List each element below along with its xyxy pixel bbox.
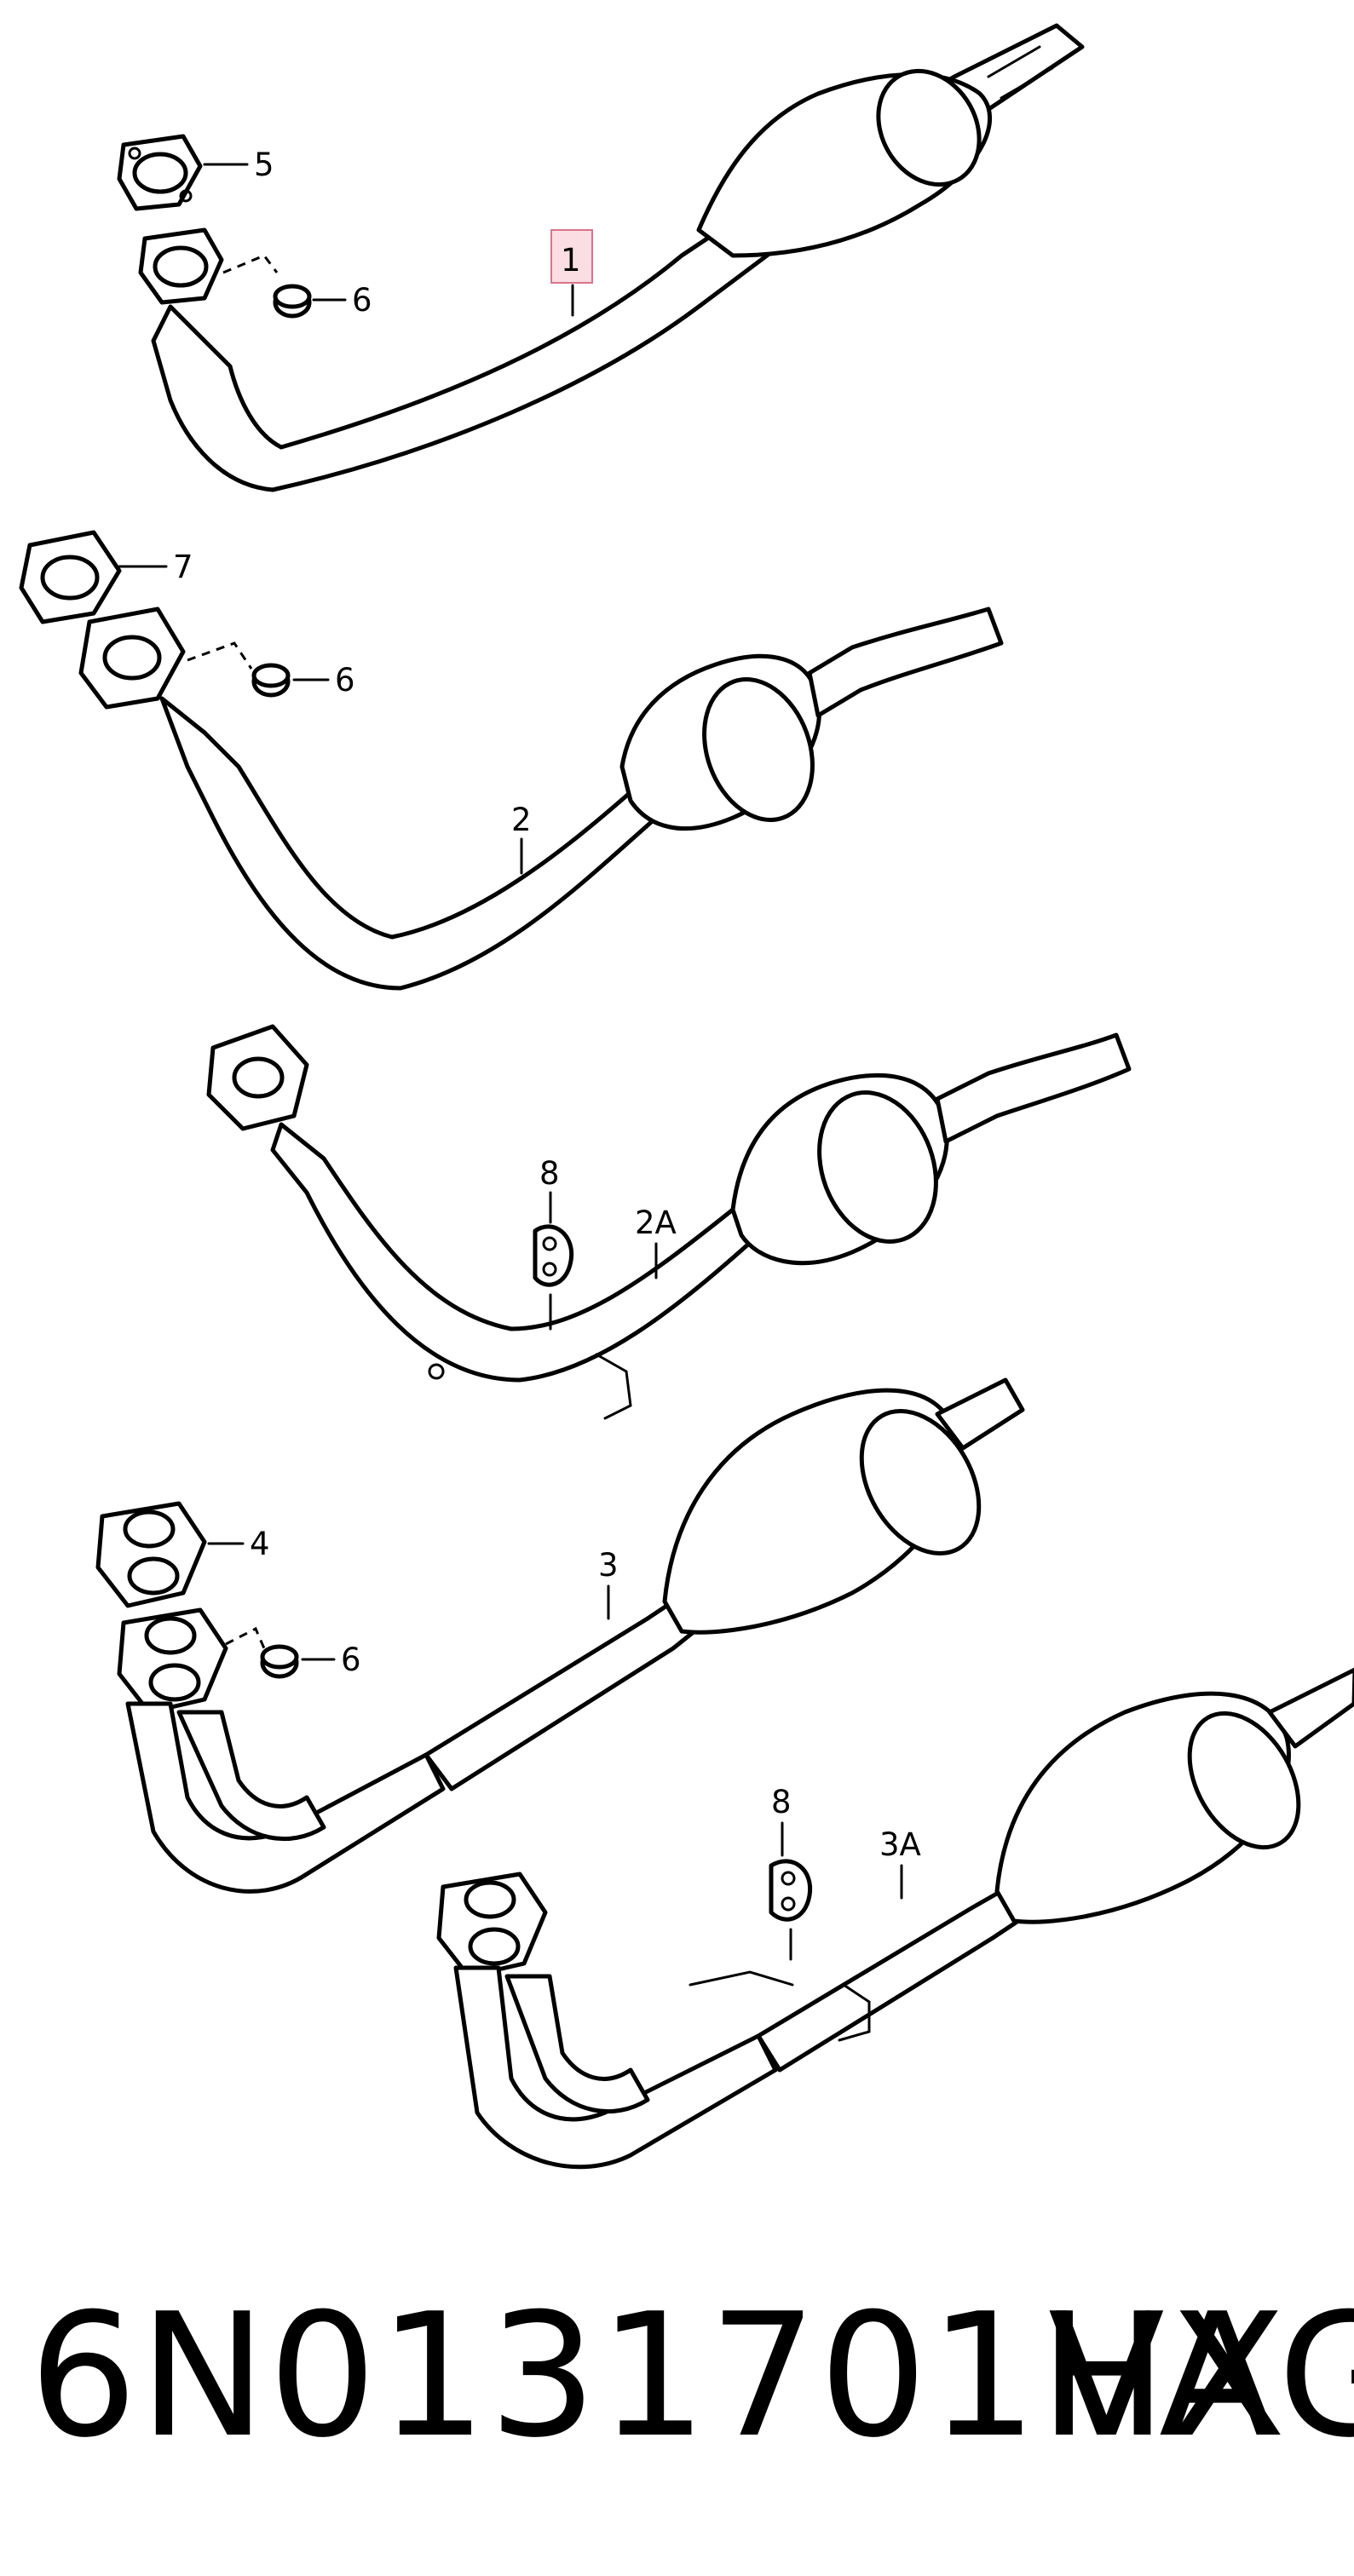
pipe-3-body: [423, 1599, 697, 1791]
callout-6-first: 6: [352, 282, 372, 319]
gasket-5-part: [117, 134, 203, 211]
gasket-7-part: [19, 530, 122, 624]
assembly-2a: [206, 1024, 1132, 1420]
callout-6-third: 6: [341, 1642, 361, 1678]
assembly-3a: [436, 1667, 1354, 2170]
callout-8-second: 8: [771, 1784, 792, 1820]
assembly-2: [19, 530, 1004, 991]
footer: 6N0131701HX VAG: [0, 2283, 1354, 2470]
flange-3a-part: [436, 1872, 548, 1979]
callout-1: 1: [561, 242, 581, 279]
assembly-1: [117, 23, 1085, 492]
nut-6-part-b: [251, 663, 291, 698]
part-number: 6N0131701HX: [29, 2277, 1288, 2475]
nut-6-part-c: [260, 1644, 299, 1679]
gasket-4-part: [95, 1501, 207, 1608]
exhaust-parts-diagram: 1 5 6 7 6 2: [19, 23, 1354, 2170]
nut-6-part-a: [273, 284, 312, 319]
pipe-2a-body: [270, 1122, 761, 1383]
callout-7: 7: [173, 549, 193, 585]
callout-2a: 2A: [635, 1205, 677, 1241]
callout-5: 5: [254, 147, 274, 183]
flange-2a-part: [206, 1024, 309, 1131]
callout-3: 3: [598, 1547, 619, 1584]
callout-8-first: 8: [539, 1155, 560, 1192]
flange-2-part: [78, 607, 186, 710]
assembly-3: [95, 1377, 1025, 1894]
pipe-2-body: [159, 696, 659, 991]
callout-6-second: 6: [335, 662, 355, 699]
callout-4: 4: [250, 1526, 270, 1562]
pipe-3a-manifold: [453, 1965, 778, 2170]
callout-1-highlight: [550, 229, 593, 284]
brand-name: VAG: [1048, 2277, 1354, 2475]
callout-3a: 3A: [879, 1826, 921, 1863]
pipe-3-manifold: [125, 1701, 446, 1894]
rubber-mount-8-part-a: [533, 1224, 574, 1287]
rubber-mount-8-part-b: [769, 1859, 813, 1922]
flange-3-part: [117, 1607, 228, 1715]
callout-2: 2: [511, 802, 532, 838]
flange-1-part: [138, 227, 224, 305]
